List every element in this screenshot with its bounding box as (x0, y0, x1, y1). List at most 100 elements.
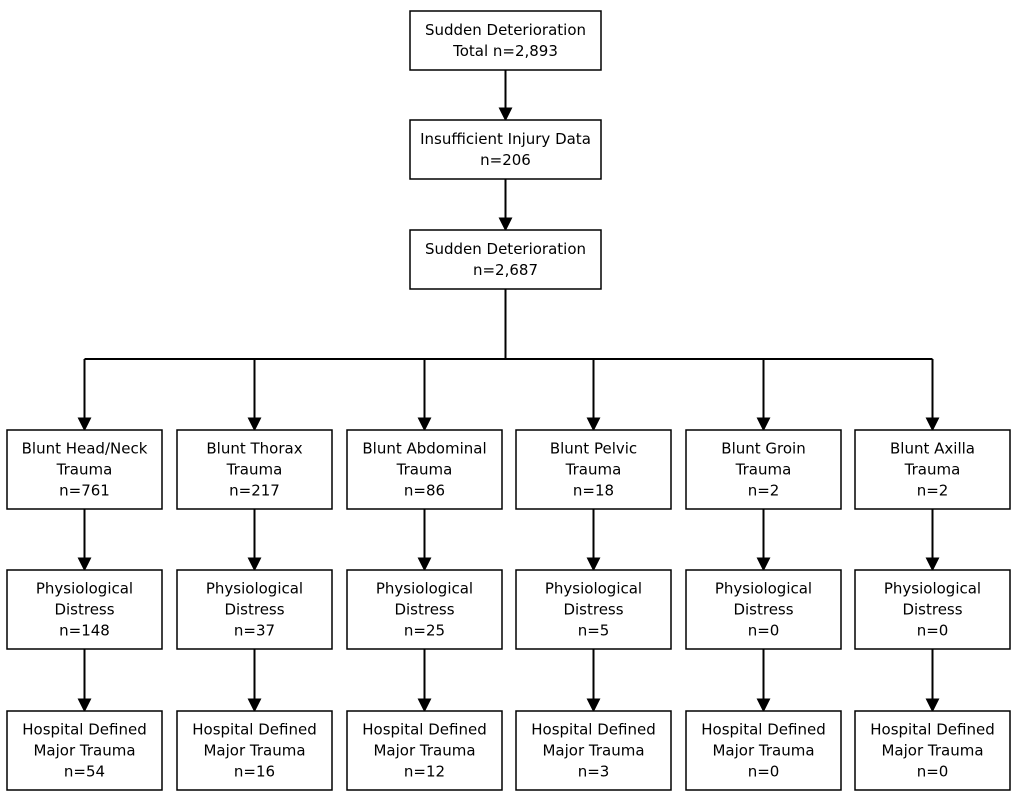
deterioration-box-line-1: Sudden Deterioration (425, 240, 586, 258)
distress-box-2-border (176, 569, 333, 650)
category-box-5-line-2: Trauma (735, 461, 792, 479)
major-trauma-box-1-line-1: Hospital Defined (22, 721, 146, 739)
deterioration-box-border (409, 229, 602, 290)
deterioration-box-line-2: n=2,687 (473, 261, 538, 279)
distress-box-1-line-3: n=148 (59, 622, 110, 640)
insufficient-data-box-line-1: Insufficient Injury Data (420, 130, 591, 148)
category-box-2-line-1: Blunt Thorax (206, 440, 302, 458)
category-box-5-line-3: n=2 (748, 482, 780, 500)
distress-box-6-line-1: Physiological (884, 580, 981, 598)
distress-box-5-border (685, 569, 842, 650)
major-trauma-box-4-line-2: Major Trauma (542, 742, 644, 760)
total-box-line-1: Sudden Deterioration (425, 21, 586, 39)
major-trauma-box-4-border (515, 710, 672, 791)
category-box-6-line-2: Trauma (904, 461, 961, 479)
distress-box-2-line-1: Physiological (206, 580, 303, 598)
distress-box-4-line-1: Physiological (545, 580, 642, 598)
category-box-3-line-1: Blunt Abdominal (362, 440, 486, 458)
major-trauma-box-4-line-1: Hospital Defined (531, 721, 655, 739)
distress-box-5-line-2: Distress (733, 601, 793, 619)
major-trauma-box-1-line-2: Major Trauma (33, 742, 135, 760)
distress-box-3-line-1: Physiological (376, 580, 473, 598)
major-trauma-box-3-border (346, 710, 503, 791)
insufficient-data-box-line-2: n=206 (480, 151, 531, 169)
category-box-3-border (346, 429, 503, 510)
distress-box-6-line-3: n=0 (917, 622, 949, 640)
distress-box-5-line-3: n=0 (748, 622, 780, 640)
distress-box-2-line-2: Distress (224, 601, 284, 619)
category-box-1-border (6, 429, 163, 510)
deterioration-box: Sudden Deterioration n=2,687 (409, 229, 602, 290)
total-box-line-2: Total n=2,893 (452, 42, 558, 60)
category-box-2-line-3: n=217 (229, 482, 280, 500)
category-box-4-line-3: n=18 (573, 482, 614, 500)
distress-box-4-border (515, 569, 672, 650)
distress-box-6-line-2: Distress (902, 601, 962, 619)
major-trauma-box-5-line-2: Major Trauma (712, 742, 814, 760)
category-box-4-line-1: Blunt Pelvic (550, 440, 637, 458)
major-trauma-box-3-line-2: Major Trauma (373, 742, 475, 760)
distress-box-3-line-2: Distress (394, 601, 454, 619)
category-box-6-border (854, 429, 1011, 510)
total-box-border (409, 10, 602, 71)
category-box-3-line-2: Trauma (396, 461, 453, 479)
major-trauma-box-2-line-3: n=16 (234, 763, 275, 781)
major-trauma-box-5-line-3: n=0 (748, 763, 780, 781)
distress-box-1-border (6, 569, 163, 650)
category-box-5-line-1: Blunt Groin (721, 440, 805, 458)
major-trauma-box-3-line-1: Hospital Defined (362, 721, 486, 739)
category-box-2-line-2: Trauma (226, 461, 283, 479)
category-box-6-line-3: n=2 (917, 482, 949, 500)
major-trauma-box-6-line-3: n=0 (917, 763, 949, 781)
major-trauma-box-2-border (176, 710, 333, 791)
major-trauma-box-3-line-3: n=12 (404, 763, 445, 781)
major-trauma-box-2-line-1: Hospital Defined (192, 721, 316, 739)
major-trauma-box-6-line-1: Hospital Defined (870, 721, 994, 739)
distress-box-1-line-1: Physiological (36, 580, 133, 598)
category-box-1-line-1: Blunt Head/Neck (22, 440, 148, 458)
major-trauma-box-5-line-1: Hospital Defined (701, 721, 825, 739)
major-trauma-box-5-border (685, 710, 842, 791)
distress-box-6-border (854, 569, 1011, 650)
insufficient-data-box-border (409, 119, 602, 180)
major-trauma-box-6-border (854, 710, 1011, 791)
major-trauma-box-4-line-3: n=3 (578, 763, 610, 781)
category-box-1-line-3: n=761 (59, 482, 110, 500)
category-box-1-line-2: Trauma (56, 461, 113, 479)
distress-box-3-line-3: n=25 (404, 622, 445, 640)
major-trauma-box-1-line-3: n=54 (64, 763, 105, 781)
distress-box-5-line-1: Physiological (715, 580, 812, 598)
distress-box-2-line-3: n=37 (234, 622, 275, 640)
connectors (77, 70, 940, 713)
major-trauma-box-2-line-2: Major Trauma (203, 742, 305, 760)
distress-box-1-line-2: Distress (54, 601, 114, 619)
category-box-5-border (685, 429, 842, 510)
category-box-4-line-2: Trauma (565, 461, 622, 479)
major-trauma-box-1-border (6, 710, 163, 791)
insufficient-data-box: Insufficient Injury Data n=206 (409, 119, 602, 180)
category-box-2-border (176, 429, 333, 510)
category-box-3-line-3: n=86 (404, 482, 445, 500)
distress-box-4-line-3: n=5 (578, 622, 610, 640)
category-box-6-line-1: Blunt Axilla (890, 440, 975, 458)
